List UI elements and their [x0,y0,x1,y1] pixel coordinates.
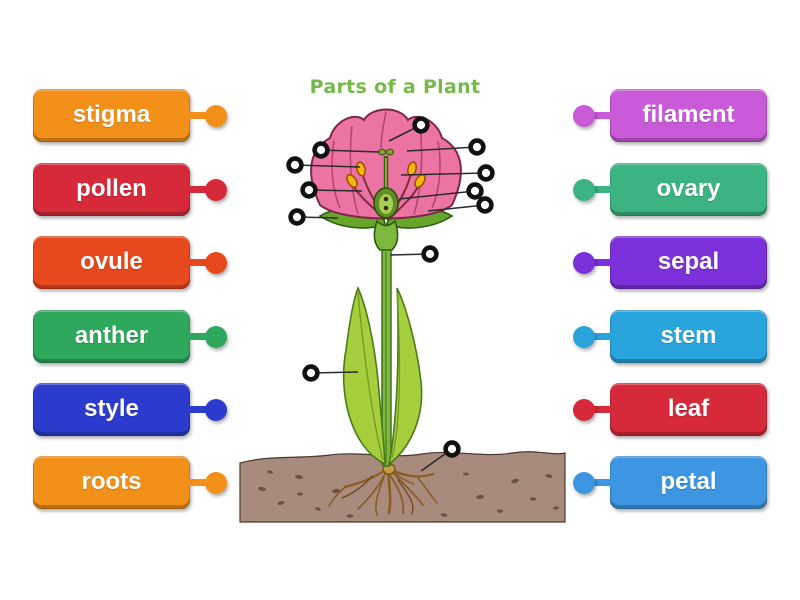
label-point-9[interactable] [476,196,494,214]
pistil [373,148,399,219]
label-point-5[interactable] [288,208,306,226]
label-point-4[interactable] [300,181,318,199]
connector-stub [189,333,207,340]
pointer-lines [294,124,487,472]
roots [328,463,438,516]
tile-label: roots [81,468,142,495]
word-tile-leaf[interactable]: leaf [573,383,767,436]
connector-dot[interactable] [573,104,595,127]
label-point-8[interactable] [466,182,484,200]
connector-dot[interactable] [205,471,227,494]
connector-stub [189,406,207,413]
connector-dot[interactable] [573,471,595,494]
word-tile-filament[interactable]: filament [573,89,767,142]
word-tile-petal[interactable]: petal [573,456,767,509]
label-point-1[interactable] [412,116,430,134]
connector-dot[interactable] [205,104,227,127]
connector-stub [593,259,611,266]
label-point-10[interactable] [421,245,439,263]
word-tile-pollen[interactable]: pollen [33,163,227,216]
word-tile-anther[interactable]: anther [33,310,227,363]
connector-stub [189,112,207,119]
tile-label: style [84,395,139,422]
tile-label: anther [74,322,149,349]
word-tile-sepal[interactable]: sepal [573,236,767,289]
tile-label: pollen [76,175,147,202]
tile-label: sepal [657,248,720,275]
connector-stub [593,186,611,193]
connector-dot[interactable] [205,251,227,274]
connector-dot[interactable] [205,398,227,421]
tile-label: filament [642,101,735,128]
connector-stub [593,333,611,340]
tile-label: leaf [667,395,710,422]
word-tile-style[interactable]: style [33,383,227,436]
connector-stub [593,479,611,486]
label-point-12[interactable] [443,440,461,458]
label-point-7[interactable] [477,164,495,182]
label-point-11[interactable] [302,364,320,382]
word-tile-ovary[interactable]: ovary [573,163,767,216]
tile-label: stem [660,322,717,349]
label-point-6[interactable] [468,138,486,156]
leaves [342,285,423,466]
connector-dot[interactable] [573,325,595,348]
connector-dot[interactable] [205,178,227,201]
connector-stub [593,112,611,119]
word-tile-ovule[interactable]: ovule [33,236,227,289]
tile-label: petal [660,468,717,495]
connector-stub [189,186,207,193]
tile-label: ovary [656,175,721,202]
connector-dot[interactable] [205,325,227,348]
tile-label: ovule [80,248,143,275]
label-point-3[interactable] [286,156,304,174]
connector-stub [189,259,207,266]
label-point-2[interactable] [312,141,330,159]
connector-dot[interactable] [573,398,595,421]
word-tile-stigma[interactable]: stigma [33,89,227,142]
connector-stub [593,406,611,413]
connector-stub [189,479,207,486]
tile-label: stigma [72,101,151,128]
connector-dot[interactable] [573,178,595,201]
diagram-title: Parts of a Plant [309,76,481,98]
connector-dot[interactable] [573,251,595,274]
word-tile-stem[interactable]: stem [573,310,767,363]
word-tile-roots[interactable]: roots [33,456,227,509]
